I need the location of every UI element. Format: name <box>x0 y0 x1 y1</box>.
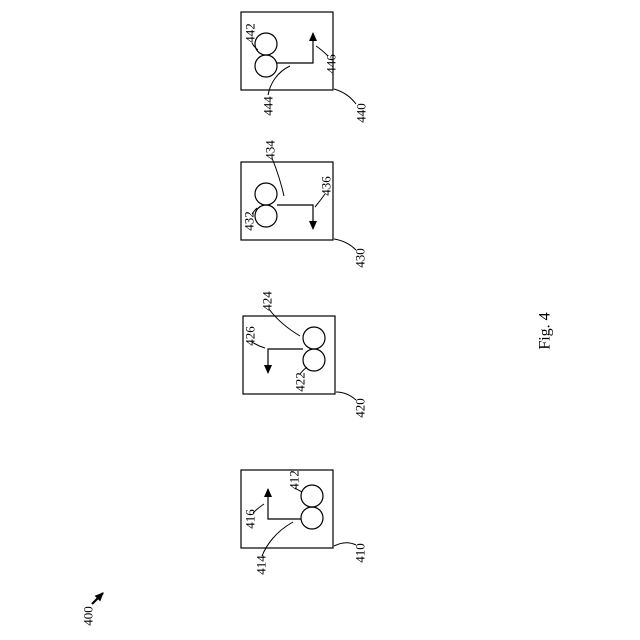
label-420: 420 <box>353 398 368 418</box>
box-440 <box>240 11 334 91</box>
label-432: 432 <box>242 211 257 231</box>
circle-444 <box>254 54 278 78</box>
leader-426 <box>251 341 266 349</box>
box-410 <box>240 469 334 549</box>
label-412: 412 <box>287 470 302 490</box>
label-436: 436 <box>319 176 334 196</box>
label-410: 410 <box>353 543 368 563</box>
stage-420: 424 422 426 420 <box>242 291 368 418</box>
label-442: 442 <box>243 23 258 43</box>
circle-414 <box>300 506 324 530</box>
box-430 <box>240 161 334 241</box>
arrow-426 <box>264 348 303 374</box>
leader-430 <box>333 238 357 251</box>
overall-reference: 400 <box>81 592 104 626</box>
circle-442 <box>254 32 278 56</box>
label-422: 422 <box>293 372 308 392</box>
leader-432 <box>251 207 258 215</box>
label-440: 440 <box>354 103 369 123</box>
circle-412 <box>300 484 324 508</box>
leader-442 <box>251 42 259 51</box>
leader-446 <box>315 45 329 57</box>
figure-caption: Fig. 4 <box>537 312 554 349</box>
circle-424 <box>302 326 326 350</box>
stage-440: 442 444 446 440 <box>240 11 369 123</box>
leader-410 <box>333 542 357 547</box>
label-416: 416 <box>243 509 258 529</box>
circle-422 <box>302 348 326 372</box>
label-424: 424 <box>260 291 275 311</box>
label-446: 446 <box>324 54 339 74</box>
label-444: 444 <box>261 96 276 116</box>
leader-436 <box>314 193 326 208</box>
stage-430: 434 432 436 430 <box>240 140 368 268</box>
overall-ref-arrow <box>91 592 104 605</box>
label-434: 434 <box>263 140 278 160</box>
leader-416 <box>252 503 265 514</box>
box-420 <box>242 315 336 395</box>
label-414: 414 <box>254 555 269 575</box>
leader-424 <box>268 308 301 337</box>
leader-412 <box>294 487 303 493</box>
arrow-416 <box>264 488 301 520</box>
circle-434 <box>254 182 278 206</box>
arrow-436 <box>277 204 317 230</box>
leader-444 <box>267 65 291 96</box>
leader-422 <box>299 366 308 375</box>
arrow-446 <box>277 32 317 64</box>
label-426: 426 <box>243 326 258 346</box>
leader-414 <box>261 521 294 557</box>
leader-440 <box>333 88 357 105</box>
label-430: 430 <box>353 248 368 268</box>
leader-420 <box>335 391 357 401</box>
label-400: 400 <box>81 606 96 626</box>
leader-434 <box>271 157 285 197</box>
circle-432 <box>254 204 278 228</box>
stage-410: 412 414 416 410 <box>240 469 368 575</box>
